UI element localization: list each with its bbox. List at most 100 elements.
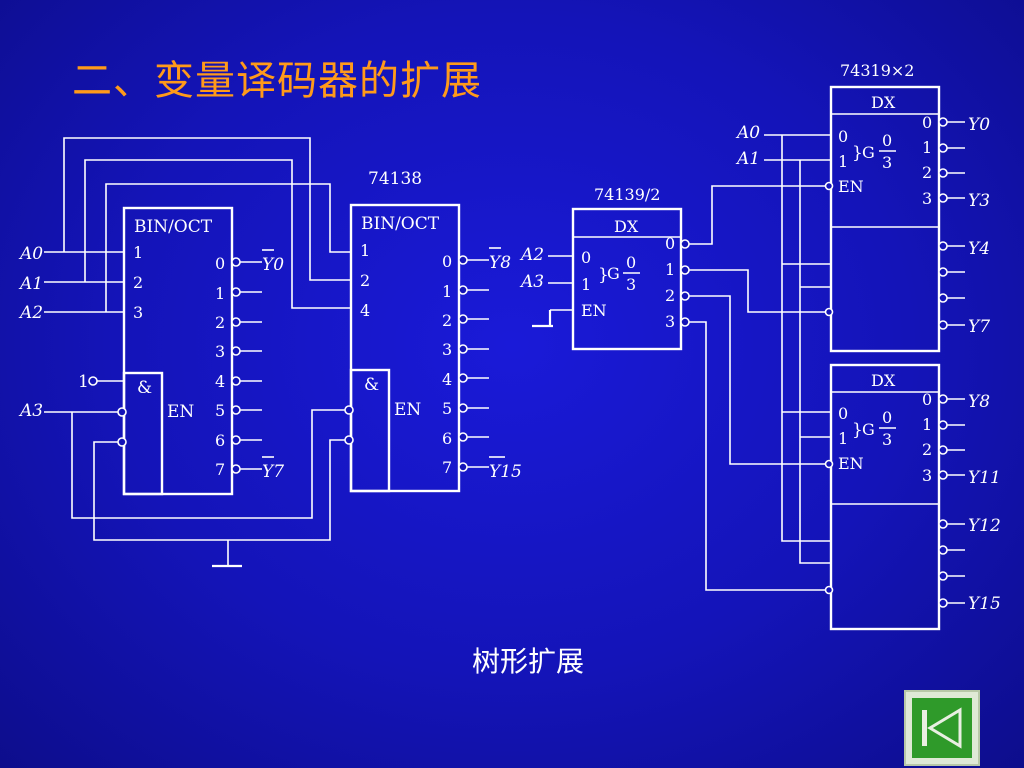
top-dx: DX bbox=[871, 93, 896, 112]
block1-out-4: 4 bbox=[215, 372, 225, 391]
block1-and: & bbox=[137, 378, 152, 398]
block2-out-7: 7 bbox=[442, 458, 452, 477]
first-brace: } bbox=[598, 265, 609, 285]
bottom-in-0: 0 bbox=[838, 404, 848, 423]
first-out-2: 2 bbox=[665, 286, 675, 305]
block1-out-pins: 0 1 2 3 4 5 6 7 bbox=[215, 254, 225, 479]
bottom-frac-bottom: 3 bbox=[882, 430, 892, 449]
top-in-1: 1 bbox=[838, 152, 848, 171]
first-out-0: 0 bbox=[665, 234, 675, 253]
bottom-dx: DX bbox=[871, 371, 896, 390]
out-top-y7: Y7 bbox=[968, 317, 990, 337]
figure-caption: 树形扩展 bbox=[472, 645, 585, 678]
right-74139-tree: 74139/2 74319×2 DX 0 1 } G 0 3 EN 0 1 2 … bbox=[519, 61, 1001, 631]
block2-out-6: 6 bbox=[442, 429, 452, 448]
input-a2-right: A2 bbox=[519, 245, 544, 265]
block1-out-5: 5 bbox=[215, 401, 225, 420]
block1-in-1: 1 bbox=[133, 243, 143, 262]
bottom-out-3: 3 bbox=[922, 466, 932, 485]
block2-out-4: 4 bbox=[442, 370, 452, 389]
bottom-out-1: 1 bbox=[922, 415, 932, 434]
block1-out-1: 1 bbox=[215, 284, 225, 303]
bottom-out-0: 0 bbox=[922, 390, 932, 409]
first-in-1: 1 bbox=[581, 275, 591, 294]
block2-in-1: 1 bbox=[360, 241, 370, 260]
block2-out-5: 5 bbox=[442, 399, 452, 418]
top-out-0: 0 bbox=[922, 113, 932, 132]
bottom-in-1: 1 bbox=[838, 429, 848, 448]
block1-out-6: 6 bbox=[215, 431, 225, 450]
bottom-brace: } bbox=[852, 420, 863, 440]
top-frac-top: 0 bbox=[882, 131, 892, 150]
out-top-y3: Y3 bbox=[968, 191, 990, 211]
block1-out-0: 0 bbox=[215, 254, 225, 273]
block2-en: EN bbox=[394, 400, 421, 420]
block2-out-0: 0 bbox=[442, 252, 452, 271]
first-out-1: 1 bbox=[665, 260, 675, 279]
out-bottom-y11: Y11 bbox=[968, 468, 1001, 488]
input-a3-right: A3 bbox=[519, 272, 544, 292]
constant-one-input: 1 bbox=[78, 372, 89, 392]
top-out-1: 1 bbox=[922, 138, 932, 157]
input-a0-right: A0 bbox=[735, 123, 760, 143]
block1-out-2: 2 bbox=[215, 313, 225, 332]
out-y0: Y0 bbox=[262, 255, 284, 275]
left-74138-cascade: 74138 BIN/OCT 1 2 3 & EN 0 1 2 3 4 5 6 7… bbox=[18, 137, 522, 568]
slide-title: 二、变量译码器的扩展 bbox=[72, 58, 482, 104]
block2-output-lines bbox=[458, 255, 489, 472]
first-level-decoder bbox=[571, 207, 683, 351]
first-en: EN bbox=[581, 301, 607, 320]
bottom-frac-top: 0 bbox=[882, 408, 892, 427]
block1-title: BIN/OCT bbox=[134, 217, 213, 237]
input-a3: A3 bbox=[18, 401, 43, 421]
top-out-2: 2 bbox=[922, 163, 932, 182]
block2-in-2: 2 bbox=[360, 271, 370, 290]
first-slide-icon[interactable] bbox=[912, 698, 972, 758]
out-bottom-y8: Y8 bbox=[968, 392, 990, 412]
first-slide-button[interactable] bbox=[904, 690, 980, 766]
out-y7: Y7 bbox=[262, 462, 284, 482]
chip-label-74138: 74138 bbox=[368, 169, 422, 189]
block2-in-4: 4 bbox=[360, 301, 370, 320]
block2-out-pins: 0 1 2 3 4 5 6 7 bbox=[442, 252, 452, 477]
block2-and: & bbox=[364, 375, 379, 395]
top-brace: } bbox=[852, 143, 863, 163]
block2-title: BIN/OCT bbox=[361, 214, 440, 234]
out-top-y0: Y0 bbox=[968, 115, 990, 135]
out-bottom-y15: Y15 bbox=[968, 594, 1001, 614]
left-wiring bbox=[44, 137, 354, 568]
bottom-out-2: 2 bbox=[922, 440, 932, 459]
top-frac-bottom: 3 bbox=[882, 153, 892, 172]
first-frac-top: 0 bbox=[626, 253, 636, 272]
first-dx: DX bbox=[614, 217, 639, 236]
bottom-en: EN bbox=[838, 454, 864, 473]
out-y15: Y15 bbox=[489, 462, 522, 482]
top-g: G bbox=[862, 143, 875, 162]
input-a1-right: A1 bbox=[735, 149, 760, 169]
block1-en: EN bbox=[167, 402, 194, 422]
block1-in-2: 2 bbox=[133, 273, 143, 292]
bottom-output-lines bbox=[938, 394, 965, 608]
enable-and-gate-1 bbox=[122, 371, 164, 496]
block1-out-7: 7 bbox=[215, 460, 225, 479]
block2-out-1: 1 bbox=[442, 282, 452, 301]
top-output-lines bbox=[938, 117, 965, 330]
second-level-decoder-bottom bbox=[829, 363, 941, 631]
bottom-g: G bbox=[862, 420, 875, 439]
first-out-3: 3 bbox=[665, 312, 675, 331]
out-y8: Y8 bbox=[489, 253, 511, 273]
out-top-y4: Y4 bbox=[968, 239, 990, 259]
top-in-0: 0 bbox=[838, 127, 848, 146]
block2-out-2: 2 bbox=[442, 311, 452, 330]
enable-and-gate-2 bbox=[349, 368, 391, 493]
block1-output-lines bbox=[231, 257, 262, 474]
out-bottom-y12: Y12 bbox=[968, 516, 1001, 536]
right-wiring bbox=[689, 134, 834, 595]
second-level-decoder-top bbox=[829, 85, 941, 353]
top-en: EN bbox=[838, 177, 864, 196]
chip-label-74319x2: 74319×2 bbox=[840, 61, 914, 80]
first-g: G bbox=[607, 264, 620, 283]
first-frac-bottom: 3 bbox=[626, 275, 636, 294]
input-a2: A2 bbox=[18, 303, 43, 323]
